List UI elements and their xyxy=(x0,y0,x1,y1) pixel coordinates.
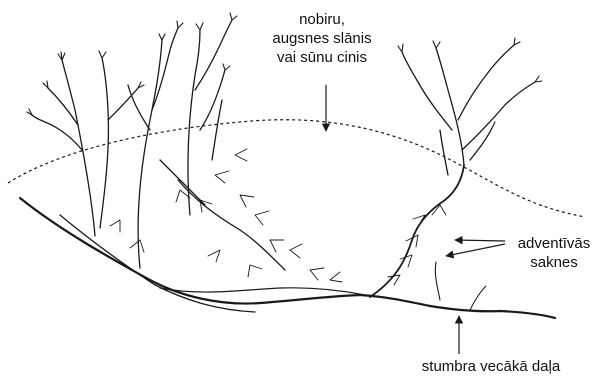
adventitious-pointer-arrow-lower xyxy=(446,244,505,256)
adventitious-roots-label: adventīvās saknes xyxy=(508,234,600,272)
litter-layer-label-line-2: augsnes slānis xyxy=(252,29,392,48)
right-shoot xyxy=(402,45,535,175)
litter-layer-label: nobiru, augsnes slānis vai sūnu cinis xyxy=(252,10,392,67)
right-shoot-tips xyxy=(398,38,542,128)
adventitious-roots-label-line-1: adventīvās xyxy=(508,234,600,253)
ground-surface-dashed-line xyxy=(8,120,585,217)
adventitious-pointer-arrow-upper xyxy=(455,240,505,241)
old-stem-part-label: stumbra vecākā daļa xyxy=(376,357,606,376)
creeping-stem xyxy=(20,165,555,318)
left-rootlets xyxy=(110,149,342,282)
adventitious-roots-label-line-2: saknes xyxy=(508,253,600,272)
litter-layer-label-line-1: nobiru, xyxy=(252,10,392,29)
litter-layer-label-line-3: vai sūnu cinis xyxy=(252,48,392,67)
